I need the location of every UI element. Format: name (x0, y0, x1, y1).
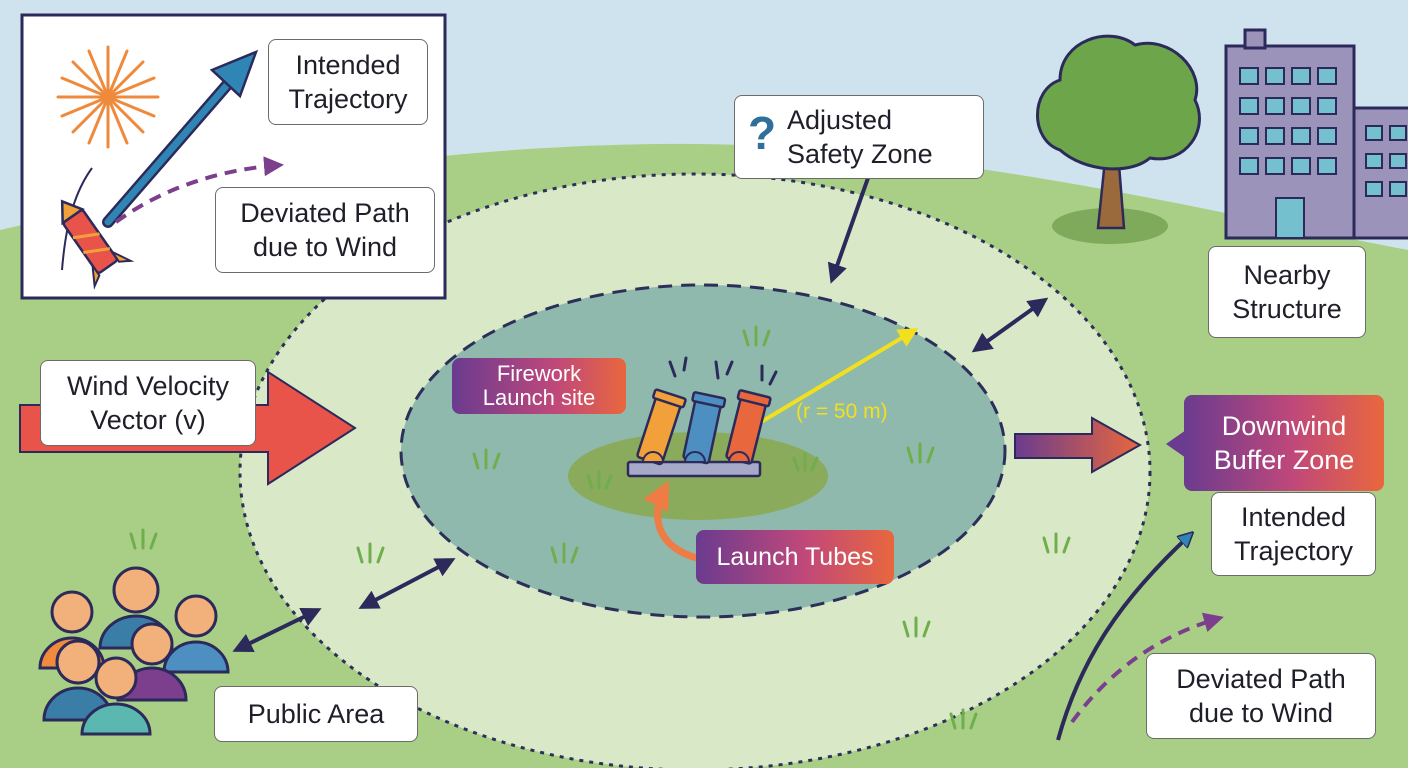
right-deviated-path (1070, 612, 1224, 724)
inset-deviated-path (114, 156, 284, 224)
public-area-arrow (232, 608, 322, 652)
public-area-label: Public Area (214, 686, 418, 742)
right-intended-trajectory (1056, 535, 1190, 741)
tree-icon (1036, 34, 1201, 244)
person-icon (38, 566, 230, 736)
building-icon (1224, 28, 1408, 240)
launch-tubes-pointer (643, 480, 710, 564)
rocket-icon (60, 199, 135, 290)
firework-burst-icon (56, 45, 160, 149)
inset-deviated-path-label: Deviated Path due to Wind (215, 187, 435, 273)
adjusted-safety-zone-label: Adjusted Safety Zone (734, 95, 984, 179)
inset-intended-trajectory-label: Intended Trajectory (268, 39, 428, 125)
radius-arrow (754, 327, 919, 427)
grass-tuft-icon (129, 325, 1071, 730)
downwind-buffer-zone-label: Downwind Buffer Zone (1184, 395, 1384, 491)
radius-label: (r = 50 m) (796, 400, 888, 423)
right-deviated-path-label: Deviated Path due to Wind (1146, 653, 1376, 739)
wind-velocity-label: Wind Velocity Vector (v) (40, 360, 256, 446)
downwind-arrow (1014, 416, 1143, 474)
downwind-label-pointer (1166, 430, 1186, 458)
nearby-structure-label: Nearby Structure (1208, 246, 1366, 338)
launch-tubes-label: Launch Tubes (696, 530, 894, 584)
right-intended-trajectory-label: Intended Trajectory (1211, 492, 1376, 576)
question-mark-icon: ? (748, 107, 777, 159)
zone-gap-arrow-left (358, 558, 456, 609)
zone-gap-arrow-right (971, 297, 1049, 353)
adjusted-zone-pointer (827, 177, 870, 284)
launch-tube-icon (626, 356, 778, 478)
firework-launch-site-label: Firework Launch site (452, 358, 626, 414)
